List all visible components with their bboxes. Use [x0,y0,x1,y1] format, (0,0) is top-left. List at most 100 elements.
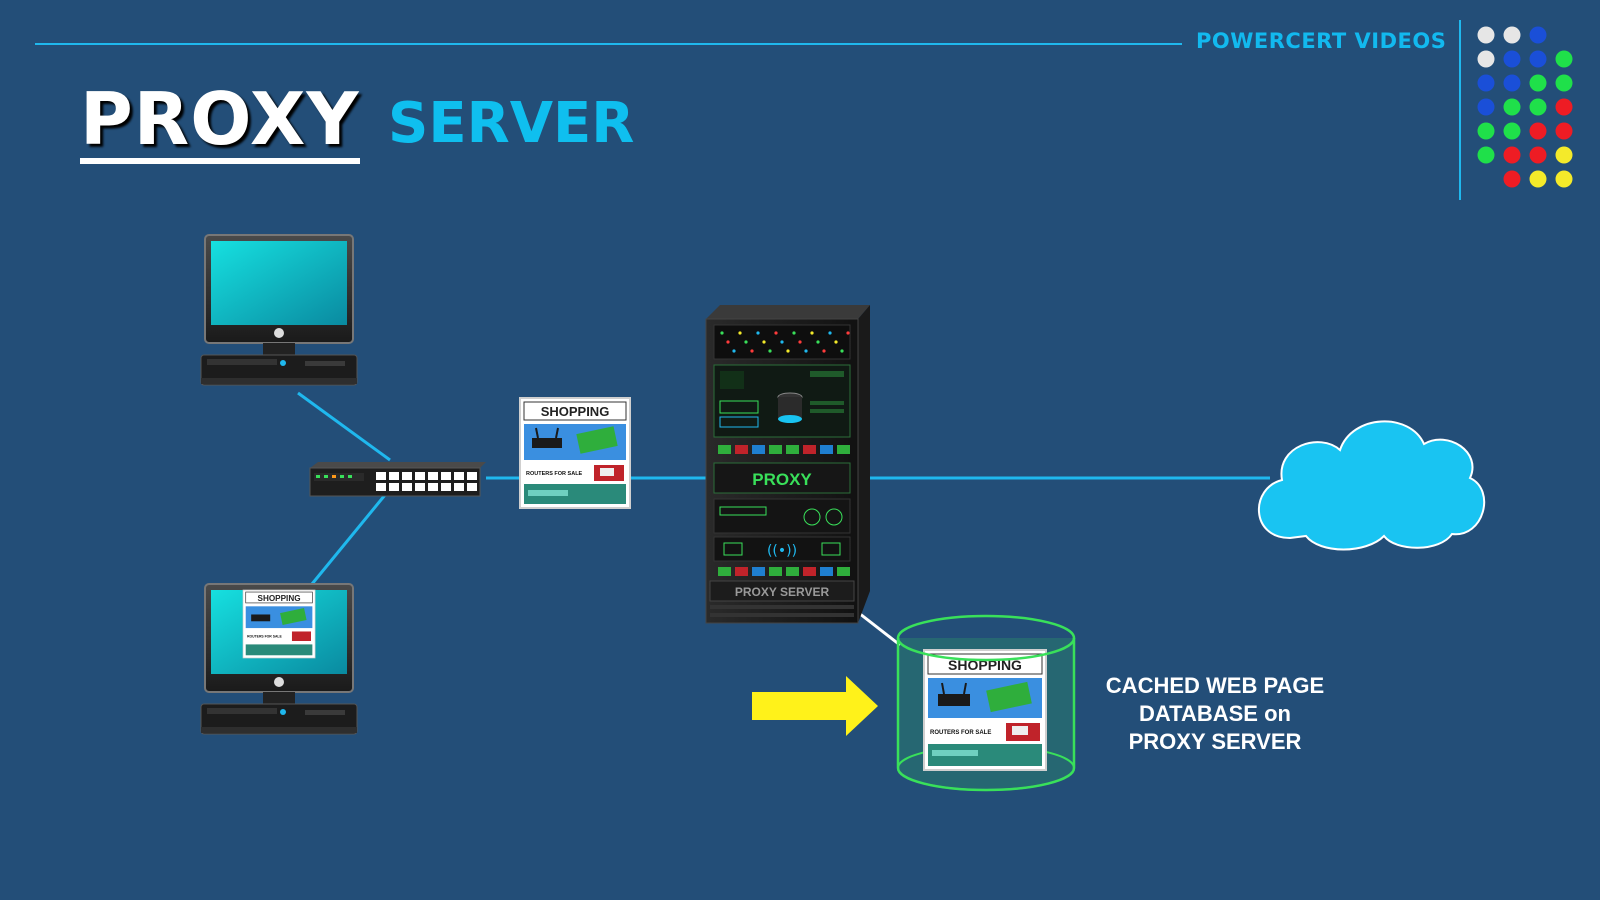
status-led [840,349,844,353]
web-page-banner: ROUTERS FOR SALE [930,730,991,736]
switch-port [441,472,451,480]
switch-port [428,483,438,491]
brand-dot [1529,122,1547,140]
rack-status-leds [720,331,850,353]
status-led [780,340,784,344]
caption-line-2: DATABASE on [1139,701,1291,726]
client-computer-1 [200,234,358,386]
brand-dot [1555,98,1573,116]
switch-port [441,483,451,491]
brand-dot [1503,26,1521,44]
rack-port [820,445,833,454]
switch-port [389,483,399,491]
brand-dot [1503,122,1521,140]
status-led [846,331,850,335]
switch-port [389,472,399,480]
rack-port [769,567,782,576]
page-subtitle: SERVER [388,91,635,156]
status-led [792,331,796,335]
web-page-on-screen: SHOPPING ROUTERS FOR SALE [242,589,316,659]
brand-dot [1555,122,1573,140]
link-pc2-switch [310,494,387,585]
brand-dot [1529,50,1547,68]
status-led [828,331,832,335]
status-led [738,331,742,335]
internet-cloud-icon [1258,420,1486,551]
monitor-screen [211,241,347,325]
page-title: PROXY [80,80,360,164]
brand-dot [1503,50,1521,68]
web-page-banner: ROUTERS FOR SALE [247,635,282,639]
switch-port [467,483,477,491]
caption-line-3: PROXY SERVER [1128,729,1302,754]
status-led [744,340,748,344]
brand-dot [1529,26,1547,44]
status-led [834,340,838,344]
brand-dot [1477,26,1495,44]
status-led [798,340,802,344]
proxy-server-rack: PROXY ((•)) PROXY SERVER [705,305,870,624]
cached-web-page: SHOPPING ROUTERS FOR SALE [923,649,1047,771]
status-led [804,349,808,353]
status-led [822,349,826,353]
rack-port [735,445,748,454]
brand-dot [1477,146,1495,164]
rack-port [803,567,816,576]
brand-dot [1529,170,1547,188]
status-led [768,349,772,353]
server-panel-label: PROXY [752,470,812,489]
switch-port [428,472,438,480]
brand-dot [1529,146,1547,164]
rack-port [820,567,833,576]
brand-name: POWERCERT VIDEOS [1196,29,1447,53]
brand-dot [1477,74,1495,92]
rack-port [803,445,816,454]
switch-port [454,483,464,491]
brand-dot [1477,50,1495,68]
switch-port [402,472,412,480]
network-switch [309,462,486,497]
rack-port [769,445,782,454]
brand-dot [1477,122,1495,140]
status-led [726,340,730,344]
status-led [810,331,814,335]
web-page-header: SHOPPING [541,404,610,419]
rack-port [786,567,799,576]
link-server-database [854,608,901,647]
brand-dot [1555,74,1573,92]
status-led [774,331,778,335]
brand-dot [1529,74,1547,92]
rack-port-strip [718,445,850,454]
pointer-arrow-icon [752,676,878,736]
status-led [732,349,736,353]
web-page-banner: ROUTERS FOR SALE [526,471,583,477]
cache-database-rim [896,614,1076,662]
switch-port [376,483,386,491]
rack-port [735,567,748,576]
brand-dot [1555,170,1573,188]
link-pc1-switch [297,391,391,462]
switch-port [415,472,425,480]
server-nameplate: PROXY SERVER [735,585,830,599]
brand-dot-grid [1477,26,1573,188]
brand-dot [1503,170,1521,188]
status-led [756,331,760,335]
brand-dot [1555,50,1573,68]
status-led [762,340,766,344]
cache-database-caption: CACHED WEB PAGE DATABASE on PROXY SERVER [1075,672,1355,756]
caption-line-1: CACHED WEB PAGE [1105,673,1325,698]
brand-dot [1503,98,1521,116]
switch-port [467,472,477,480]
rack-port [718,567,731,576]
switch-port [376,472,386,480]
rack-port-strip [718,567,850,576]
status-led [786,349,790,353]
switch-ports [376,472,477,491]
status-led [720,331,724,335]
status-led [750,349,754,353]
status-led [816,340,820,344]
wireless-signal-icon: ((•)) [767,543,797,559]
switch-port [454,472,464,480]
brand-dot [1529,98,1547,116]
